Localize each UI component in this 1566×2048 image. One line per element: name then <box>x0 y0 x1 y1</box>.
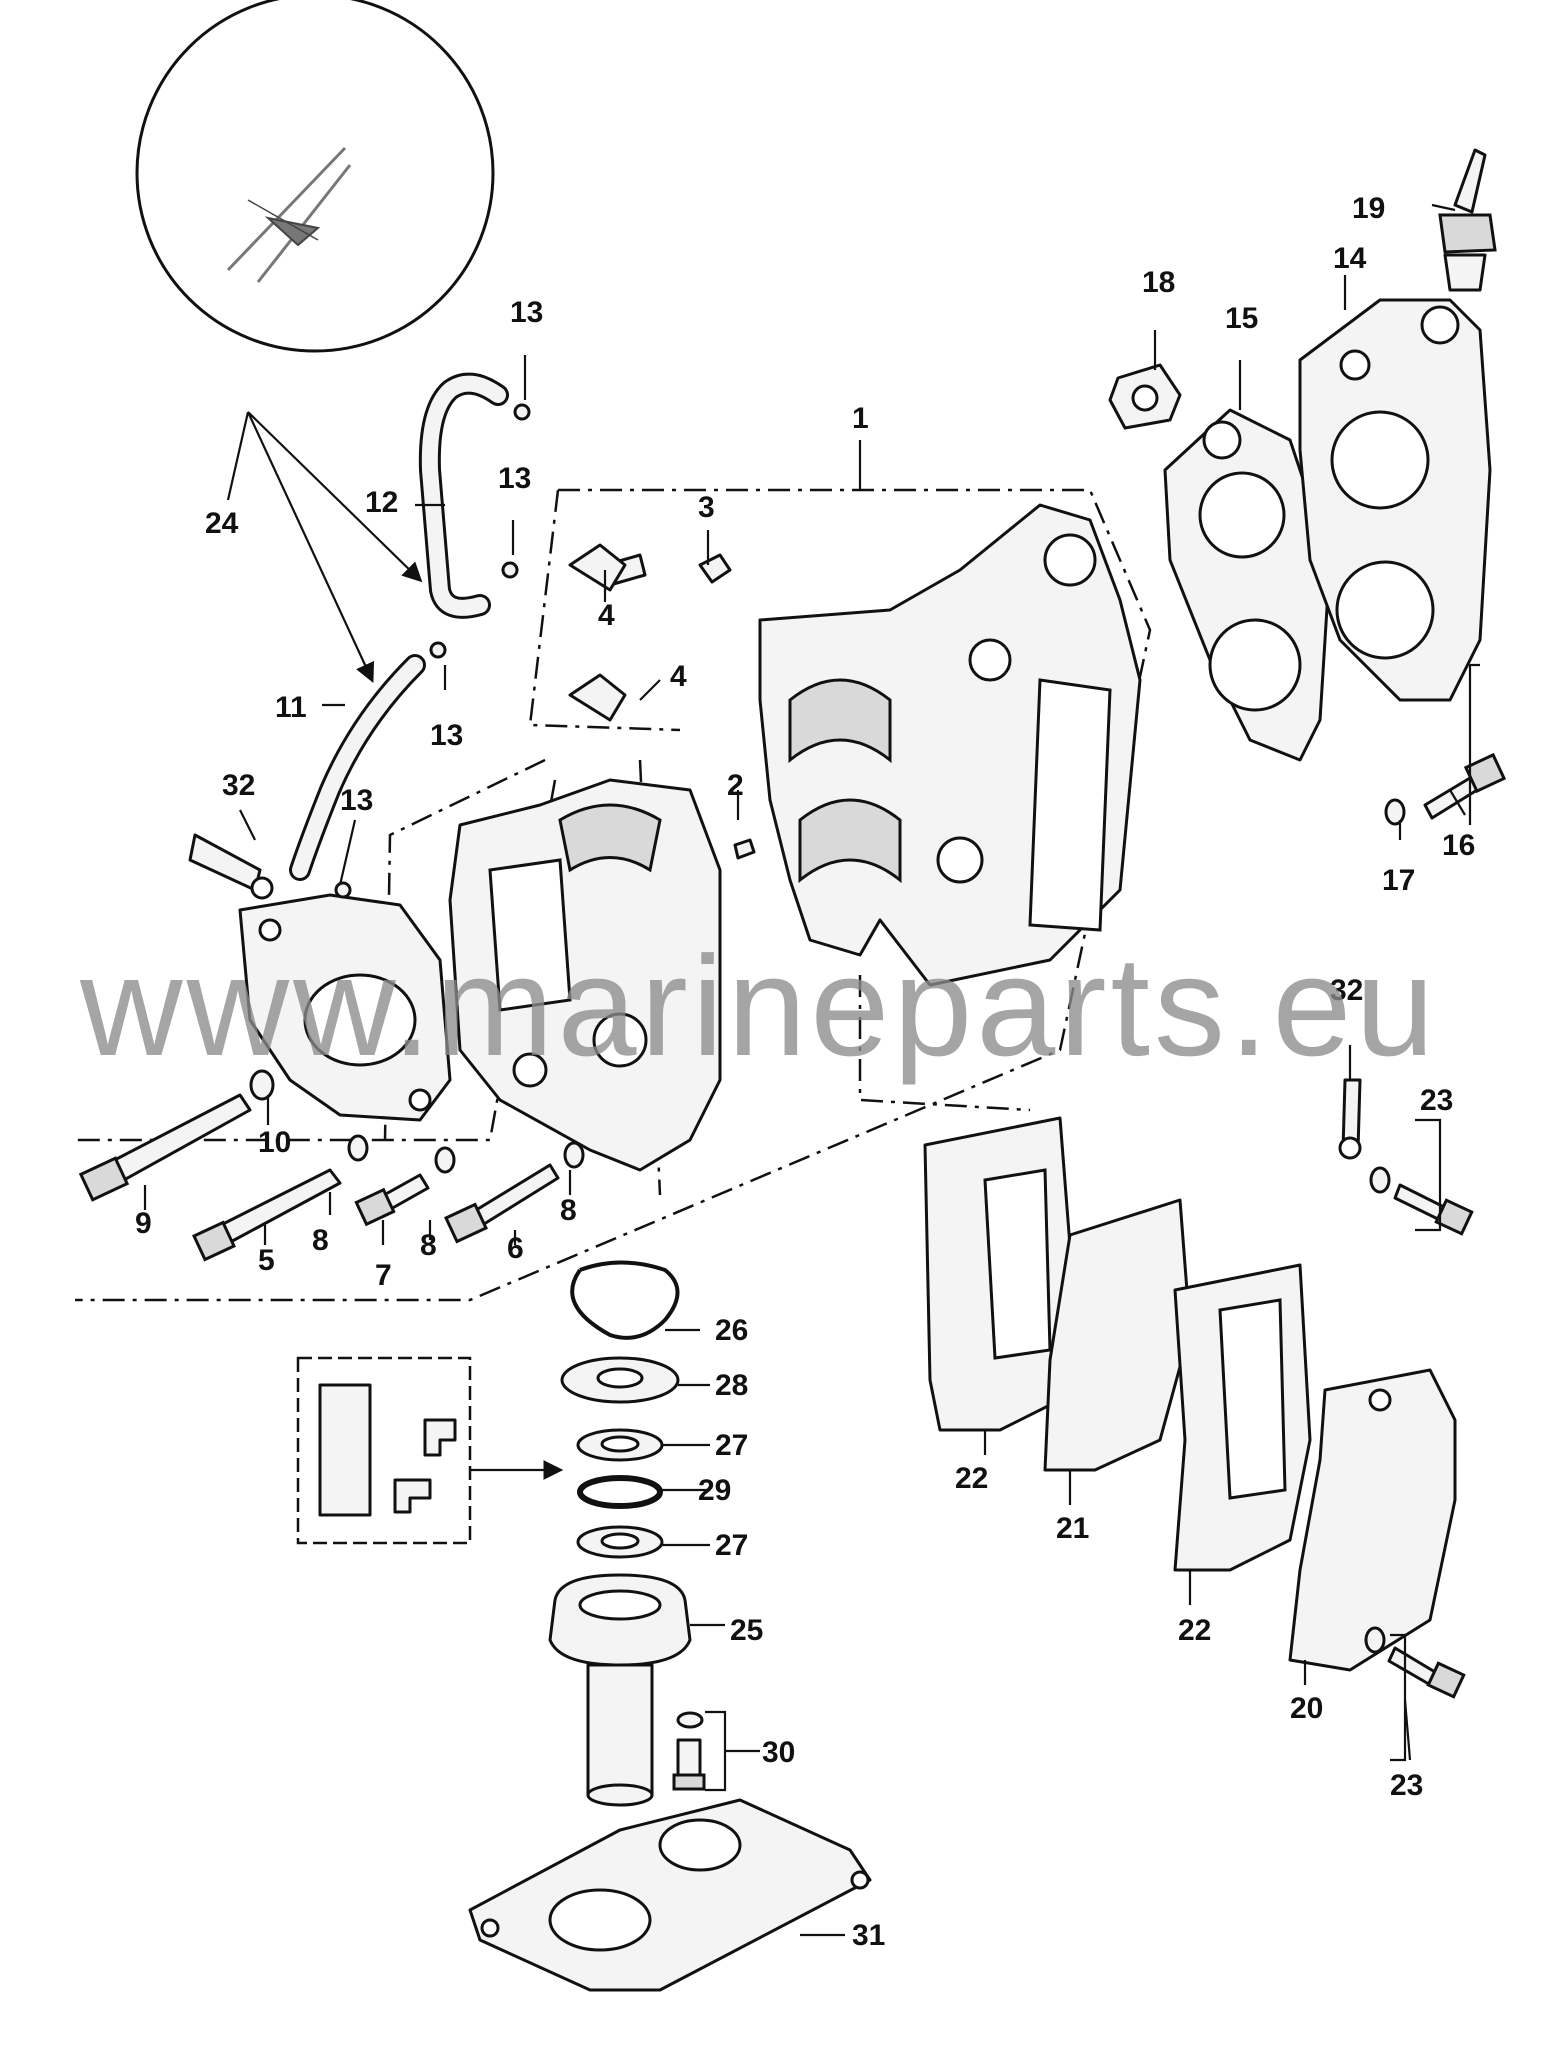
callout-20: 20 <box>1290 1692 1323 1725</box>
callout-5: 5 <box>258 1244 275 1277</box>
callout-23b: 23 <box>1390 1769 1423 1802</box>
callout-29: 29 <box>698 1474 731 1507</box>
drive-shaft-bolt <box>672 1711 706 1791</box>
exhaust-outer-cover <box>1288 1368 1457 1672</box>
callout-7: 7 <box>375 1259 392 1292</box>
callout-17: 17 <box>1382 864 1415 897</box>
exhaust-gasket-a <box>923 1116 1077 1432</box>
spark-plug <box>1438 148 1497 292</box>
exhaust-cover-plate <box>1043 1198 1192 1472</box>
callout-24: 24 <box>205 507 239 540</box>
detail-circle-icon <box>135 0 495 353</box>
callout-6: 6 <box>507 1232 524 1265</box>
callout-13d: 13 <box>340 784 373 817</box>
cylinder-head <box>1298 298 1492 702</box>
callout-10: 10 <box>258 1126 291 1159</box>
callout-4b: 4 <box>670 660 687 693</box>
callout-22b: 22 <box>1178 1614 1211 1647</box>
callout-13c: 13 <box>430 719 463 752</box>
callout-8c: 8 <box>560 1194 577 1227</box>
callout-2: 2 <box>727 769 744 802</box>
callout-9: 9 <box>135 1207 152 1240</box>
callout-22a: 22 <box>955 1462 988 1495</box>
hoses <box>289 372 531 899</box>
callout-30: 30 <box>762 1736 795 1769</box>
detail-inset <box>296 1356 472 1545</box>
lower-seal-stack <box>548 1260 692 1807</box>
callout-labels: 1 2 3 4 4 5 6 7 8 8 8 9 10 11 12 13 13 1… <box>135 192 1475 1952</box>
bolts <box>78 752 1507 1699</box>
callout-13b: 13 <box>498 462 531 495</box>
callout-18: 18 <box>1142 266 1175 299</box>
callout-12: 12 <box>365 486 398 519</box>
callout-16: 16 <box>1442 829 1475 862</box>
callout-32a: 32 <box>222 769 255 802</box>
detail-arrows <box>226 411 423 683</box>
callout-15: 15 <box>1225 302 1258 335</box>
callout-8b: 8 <box>420 1229 437 1262</box>
watermark: www.marineparts.eu <box>79 927 1438 1086</box>
callout-21: 21 <box>1056 1512 1089 1545</box>
base-gasket <box>468 1798 872 1992</box>
callout-25: 25 <box>730 1614 763 1647</box>
callout-3: 3 <box>698 491 715 524</box>
callout-28: 28 <box>715 1369 748 1402</box>
head-gasket <box>1163 408 1332 762</box>
callout-1: 1 <box>852 402 869 435</box>
crankcase <box>758 503 1142 987</box>
callout-31: 31 <box>852 1919 885 1952</box>
callout-11: 11 <box>275 691 307 724</box>
callout-4a: 4 <box>598 599 615 632</box>
callout-8a: 8 <box>312 1224 329 1257</box>
leader-lines <box>143 203 1480 1937</box>
callout-19: 19 <box>1352 192 1385 225</box>
callout-26: 26 <box>715 1314 748 1347</box>
exhaust-gasket-b <box>1173 1263 1312 1572</box>
callout-27b: 27 <box>715 1529 748 1562</box>
fittings <box>568 543 756 860</box>
cylinder-block <box>448 778 722 1172</box>
callout-32b: 32 <box>1330 974 1363 1007</box>
bypass-cover <box>238 893 452 1122</box>
thermostat-cover <box>1108 363 1182 430</box>
anode-bracket <box>188 833 1362 1160</box>
callout-13a: 13 <box>510 296 543 329</box>
callout-23a: 23 <box>1420 1084 1453 1117</box>
callout-27a: 27 <box>715 1429 748 1462</box>
callout-14: 14 <box>1333 242 1367 275</box>
